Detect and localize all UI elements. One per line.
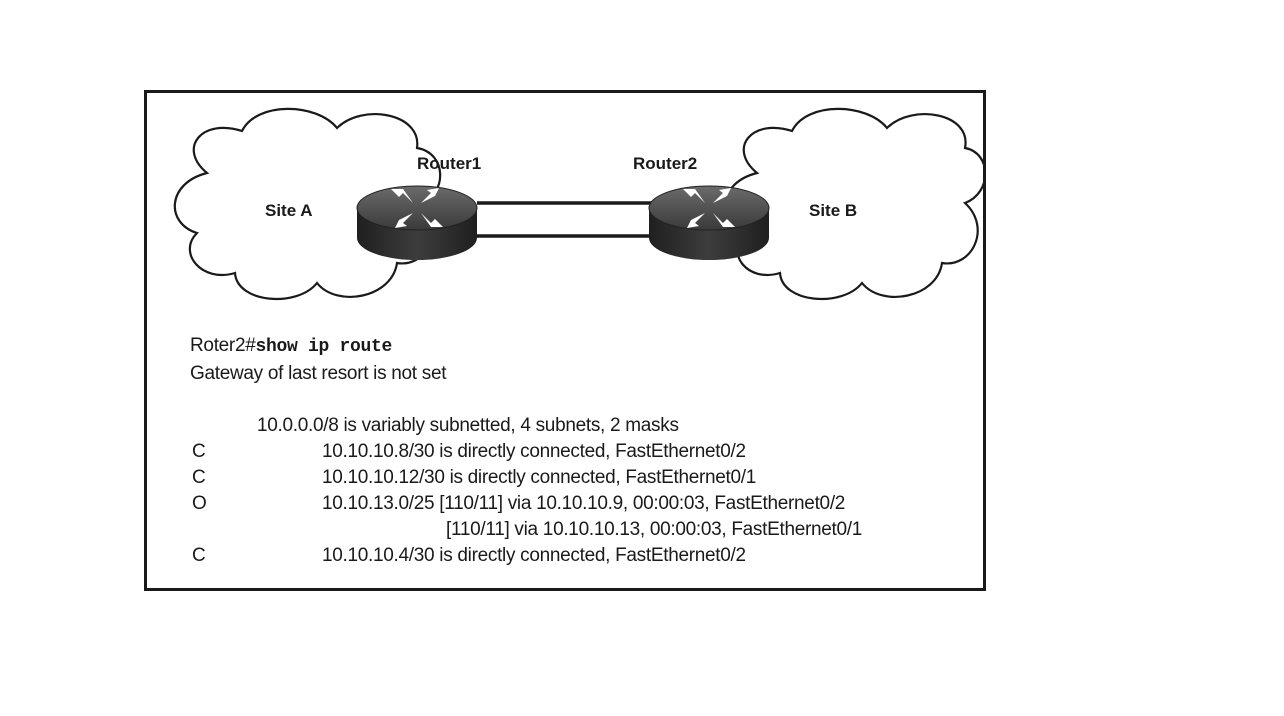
cli-prompt: Roter2# xyxy=(190,335,256,356)
route-text: [110/11] via 10.10.10.13, 00:00:03, Fast… xyxy=(446,519,863,540)
site-b-label: Site B xyxy=(809,201,857,220)
route-text: 10.10.10.8/30 is directly connected, Fas… xyxy=(322,441,746,462)
exhibit-frame: Site A Site B Router1 Router2 Roter2#sho… xyxy=(144,90,986,591)
router2-icon xyxy=(648,185,770,260)
route-code: O xyxy=(192,493,207,514)
route-text: 10.10.10.12/30 is directly connected, Fa… xyxy=(322,467,757,488)
route-text: 10.10.13.0/25 [110/11] via 10.10.10.9, 0… xyxy=(322,493,846,514)
router2-label: Router2 xyxy=(633,154,697,173)
cli-command-line: Roter2#show ip route xyxy=(190,335,392,358)
site-b-cloud xyxy=(723,107,983,301)
route-code: C xyxy=(192,545,206,566)
route-code: C xyxy=(192,441,206,462)
gateway-line: Gateway of last resort is not set xyxy=(190,363,447,384)
router1-icon xyxy=(356,185,478,260)
route-code: C xyxy=(192,467,206,488)
cli-command: show ip route xyxy=(255,337,393,357)
route-text: 10.10.10.4/30 is directly connected, Fas… xyxy=(322,545,746,566)
network-diagram: Site A Site B Router1 Router2 xyxy=(173,107,983,301)
summary-line: 10.0.0.0/8 is variably subnetted, 4 subn… xyxy=(257,415,679,436)
router1-label: Router1 xyxy=(417,154,481,173)
site-a-label: Site A xyxy=(265,201,313,220)
